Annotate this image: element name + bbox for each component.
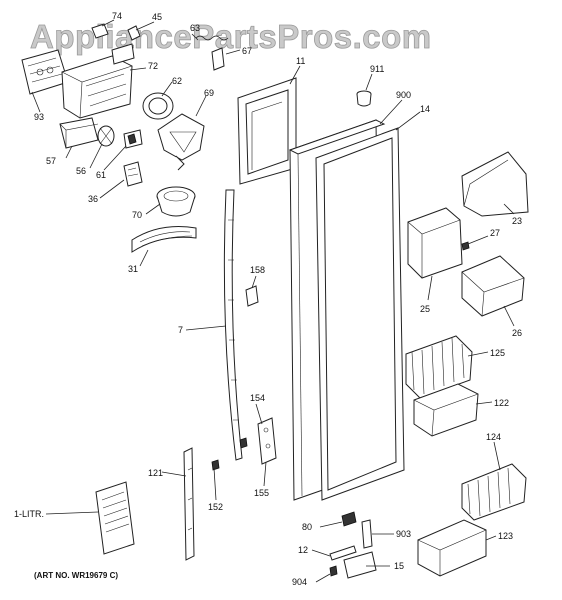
callout-26: 26	[512, 328, 522, 338]
callout-93: 93	[34, 112, 44, 122]
callout-63: 63	[190, 23, 200, 33]
part-124-basket	[461, 463, 527, 521]
callout-56: 56	[76, 166, 86, 176]
leader-lines	[31, 19, 515, 583]
part-80-nut	[341, 511, 357, 527]
callout-904: 904	[292, 577, 307, 587]
callout-125: 125	[490, 348, 505, 358]
callout-1-litr: 1-LITR.	[14, 509, 44, 519]
callout-11: 11	[296, 56, 305, 66]
part-1-litr-manual	[95, 481, 135, 555]
part-57-motor	[59, 117, 99, 149]
part-23-cover	[461, 151, 529, 217]
watermark-text: AppliancePartsPros.com	[30, 18, 432, 55]
callout-121: 121	[148, 468, 163, 478]
part-125-basket	[405, 335, 473, 399]
callout-57: 57	[46, 156, 56, 166]
part-36-solenoid	[123, 161, 143, 187]
callout-911: 911	[370, 64, 384, 74]
part-911-plug	[356, 90, 372, 107]
callout-152: 152	[208, 502, 223, 512]
callout-67: 67	[242, 46, 252, 56]
part-56-gear	[97, 125, 115, 147]
callout-903: 903	[396, 529, 411, 539]
callout-69: 69	[204, 88, 214, 98]
callout-61: 61	[96, 170, 106, 180]
callout-62: 62	[172, 76, 182, 86]
part-15-cap	[329, 551, 377, 579]
part-154-bracket	[239, 417, 277, 465]
callout-12: 12	[298, 545, 308, 555]
callout-70: 70	[132, 210, 142, 220]
callout-27: 27	[490, 228, 500, 238]
part-69-funnel	[157, 113, 205, 171]
callout-72: 72	[148, 61, 158, 71]
callout-45: 45	[152, 12, 162, 22]
part-93-housing	[21, 49, 69, 95]
part-11-frame	[237, 77, 297, 185]
part-63-spring	[195, 35, 229, 71]
callout-80: 80	[302, 522, 312, 532]
part-25-bracket	[407, 207, 463, 279]
callout-36: 36	[88, 194, 98, 204]
part-152-screw	[211, 459, 220, 471]
callout-31: 31	[128, 264, 138, 274]
callout-155: 155	[254, 488, 269, 498]
callout-7: 7	[178, 325, 183, 335]
callout-123: 123	[498, 531, 513, 541]
part-27-screw	[461, 241, 470, 251]
part-158-cap	[245, 285, 259, 307]
part-12-lever	[329, 545, 357, 561]
art-number: (ART NO. WR19679 C)	[34, 571, 118, 580]
part-62-ring	[142, 92, 174, 120]
callout-154: 154	[250, 393, 265, 403]
part-14-gasket	[315, 127, 405, 501]
part-123-shelf	[417, 519, 487, 577]
part-72-dispenser-body	[61, 43, 135, 119]
callout-900: 900	[396, 90, 411, 100]
part-122-shelf	[413, 383, 479, 437]
part-7-trim-strip	[223, 189, 243, 461]
callout-158: 158	[250, 265, 265, 275]
callout-23: 23	[512, 216, 522, 226]
callout-15: 15	[394, 561, 404, 571]
callout-124: 124	[486, 432, 501, 442]
callout-labels: 74 45 63 67 72 62 93 69 57 56 61 36 70 3…	[14, 11, 522, 587]
part-61-switch	[123, 129, 143, 149]
part-31-grille	[131, 226, 197, 253]
part-74-bracket	[91, 23, 109, 39]
part-903-tube	[361, 519, 373, 549]
callout-122: 122	[494, 398, 509, 408]
part-26-bin	[461, 255, 525, 317]
callout-14: 14	[420, 104, 430, 114]
part-70-cup	[156, 186, 196, 217]
part-121-hinge-strip	[183, 447, 195, 561]
callout-25: 25	[420, 304, 430, 314]
callout-74: 74	[112, 11, 122, 21]
